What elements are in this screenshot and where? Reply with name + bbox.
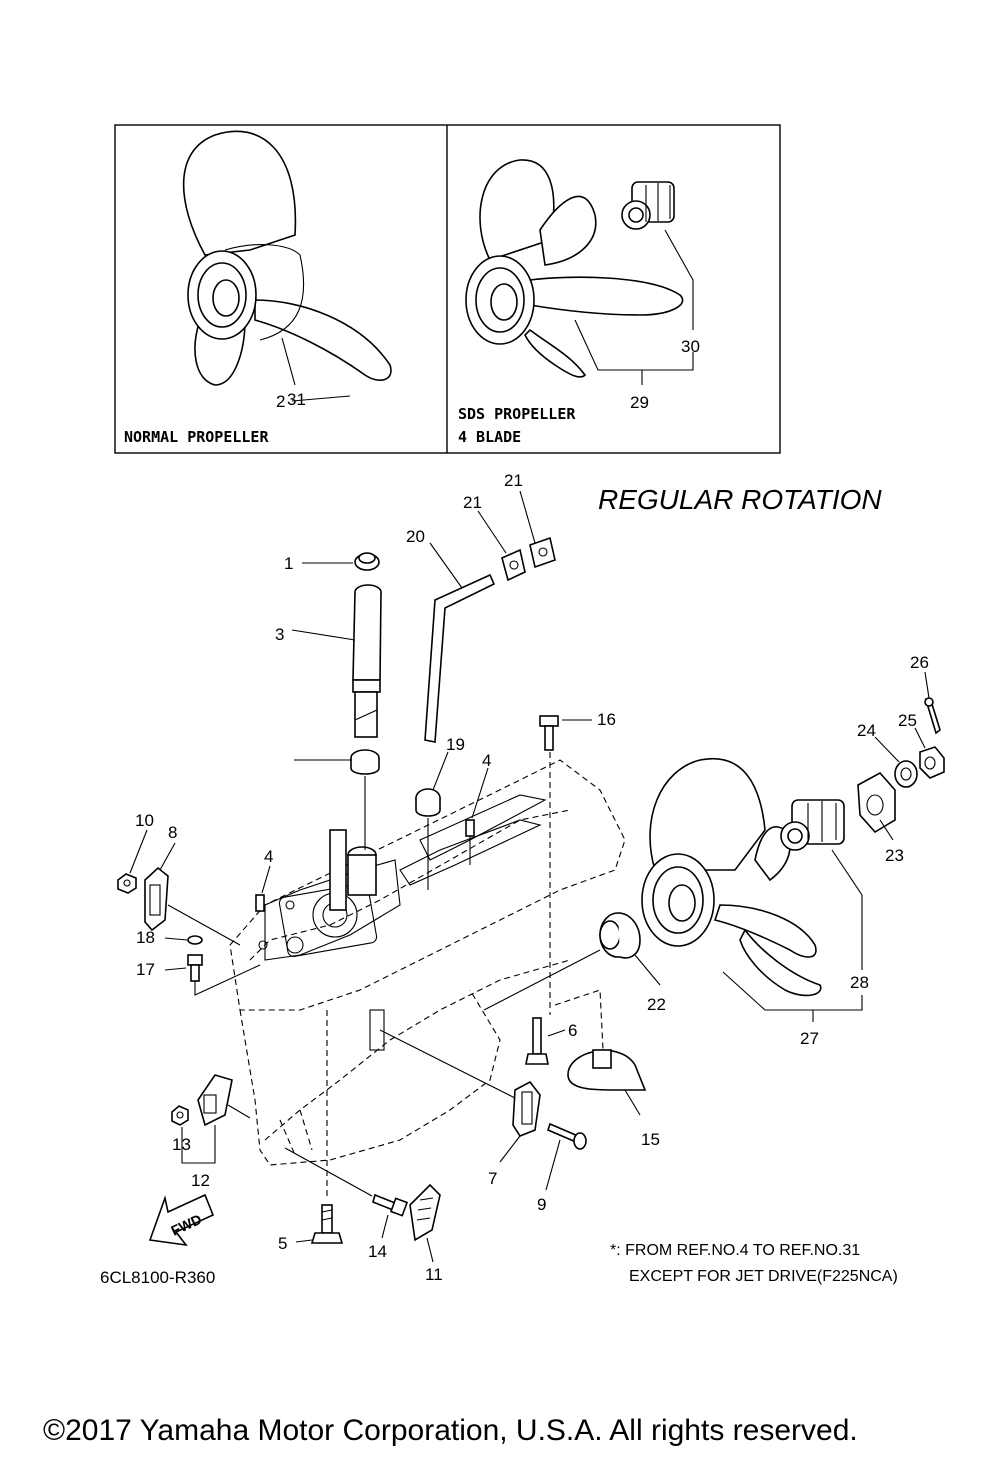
callout-26: 26 (910, 653, 929, 672)
callout-20: 20 (406, 527, 425, 546)
callout-5: 5 (278, 1234, 287, 1253)
callout-1: 1 (284, 554, 293, 573)
callout-4b: 4 (264, 847, 273, 866)
part-24-washer (894, 760, 918, 788)
callout-17: 17 (136, 960, 155, 979)
normal-propeller-drawing (182, 130, 392, 386)
fwd-arrow-icon: FWD (148, 1193, 215, 1247)
part-26-cotter-pin (924, 697, 941, 735)
sds-propeller-label: SDS PROPELLER (458, 405, 576, 423)
part-19-nipple (415, 788, 441, 817)
note-line-1: *: FROM REF.NO.4 TO REF.NO.31 (610, 1242, 860, 1259)
callout-8: 8 (168, 823, 177, 842)
part-13-nut (171, 1105, 189, 1126)
part-3-water-tube (352, 584, 382, 738)
normal-propeller-label: NORMAL PROPELLER (124, 428, 269, 446)
callout-22: 22 (647, 995, 666, 1014)
lower-case-housing (229, 759, 626, 1166)
callout-12: 12 (191, 1171, 210, 1190)
callout-11: 11 (425, 1265, 443, 1284)
part-14-bolt (372, 1193, 409, 1217)
part-27-propeller (641, 757, 822, 997)
callout-6: 6 (568, 1021, 577, 1040)
part-4-dowel-left (255, 894, 265, 912)
leader-31 (281, 337, 296, 386)
diagram-code: 6CL8100-R360 (100, 1268, 215, 1287)
part-21-clip-a (501, 548, 526, 582)
part-23-spacer (857, 771, 896, 834)
part-20-tube (424, 573, 496, 743)
part-9-bolt (547, 1122, 587, 1150)
callout-27: 27 (800, 1029, 819, 1048)
callout-7: 7 (488, 1169, 497, 1188)
callout-30: 30 (681, 337, 700, 356)
part-6-bolt (525, 1017, 549, 1065)
part-18-oring (187, 935, 203, 945)
callout-29: 29 (630, 393, 649, 412)
callout-16: 16 (597, 710, 616, 729)
part-28-spacer (780, 799, 845, 851)
sds-blade-label: 4 BLADE (458, 428, 521, 446)
propeller-inset: 31 30 29 NORMAL PROPELLER SDS PROPELLER … (114, 124, 781, 454)
callout-18: 18 (136, 928, 155, 947)
part-15-trim-tab (567, 1049, 647, 1091)
leader-29 (574, 319, 694, 371)
part-1-grommet (354, 552, 380, 571)
part-7-anode (512, 1080, 541, 1137)
callout-21b: 21 (504, 471, 523, 490)
part-2-grommet (350, 749, 380, 775)
callout-25: 25 (898, 711, 917, 730)
copyright-text: ©2017 Yamaha Motor Corporation, U.S.A. A… (43, 1414, 858, 1447)
regular-rotation-heading: REGULAR ROTATION (598, 484, 882, 515)
part-16-bolt (539, 715, 559, 751)
callout-14: 14 (368, 1242, 387, 1261)
callout-15: 15 (641, 1130, 660, 1149)
callout-28: 28 (850, 973, 869, 992)
callout-23: 23 (885, 846, 904, 865)
note-line-2: EXCEPT FOR JET DRIVE(F225NCA) (629, 1268, 898, 1285)
callout-10: 10 (135, 811, 154, 830)
part-5-bolt (310, 1204, 344, 1244)
part-25-nut (919, 746, 945, 779)
part-12-bracket (197, 1074, 233, 1127)
callout-3: 3 (275, 625, 284, 644)
part-22-thrust-washer (599, 912, 641, 959)
callout-24: 24 (857, 721, 876, 740)
part-10-nut (117, 873, 137, 894)
part-17-screw (187, 954, 203, 982)
sds-hub-kit-drawing (621, 181, 675, 230)
callout-31: 31 (287, 390, 306, 409)
part-4-dowel-upper (465, 819, 475, 837)
part-8-bracket (144, 866, 169, 932)
callout-19: 19 (446, 735, 465, 754)
callout-21a: 21 (463, 493, 482, 512)
callout-9: 9 (537, 1195, 546, 1214)
sds-propeller-drawing (465, 159, 684, 378)
part-11-anode (409, 1183, 441, 1242)
callout-2: 2 (276, 392, 285, 411)
callout-4a: 4 (482, 751, 491, 770)
part-21-clip-b (529, 536, 556, 569)
leader-30 (664, 229, 694, 330)
